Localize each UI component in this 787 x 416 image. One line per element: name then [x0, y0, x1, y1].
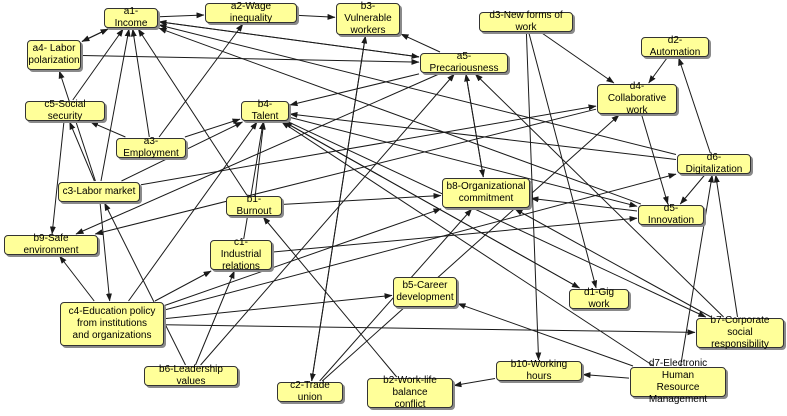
edge-b7-to-d6 — [713, 174, 738, 318]
edge-c4-to-b9 — [59, 255, 95, 302]
edge-a5-to-b4 — [289, 73, 420, 107]
node-a2-wage-inequality[interactable]: a2-Wage inequality — [205, 1, 297, 24]
edge-b1-to-a1 — [137, 28, 248, 196]
edge-d5-to-a1 — [158, 27, 641, 205]
edge-a3-to-b4 — [184, 118, 241, 138]
edge-b4-to-d1 — [284, 121, 580, 289]
edge-d7-to-b5 — [457, 303, 634, 367]
node-b10-working-hours[interactable]: b10-Working hours — [496, 359, 582, 382]
edge-d2-to-d4 — [648, 57, 668, 84]
edge-a1-to-a4 — [81, 28, 109, 42]
node-a1-income[interactable]: a1-Income — [104, 6, 158, 29]
edge-b2-to-b1 — [262, 216, 398, 378]
node-b4-talent[interactable]: b4-Talent — [241, 99, 289, 122]
node-b1-burnout[interactable]: b1-Burnout — [226, 194, 282, 217]
edge-c4-to-b5 — [164, 293, 393, 320]
edge-a4-to-a5 — [81, 55, 420, 65]
edge-a3-to-a1 — [130, 28, 150, 138]
edge-a2-to-b3 — [297, 13, 336, 20]
edge-b1-to-b4 — [254, 121, 266, 196]
node-c5-social-security[interactable]: c5-Social security — [25, 99, 105, 122]
node-d7-electronic-hrm[interactable]: d7-Electronic Human Resource Management — [630, 358, 726, 405]
edge-d4-to-d5 — [641, 114, 669, 205]
edge-c3-to-d4 — [140, 104, 597, 186]
edge-d6-to-b4 — [289, 111, 677, 160]
edge-d7-to-b4 — [281, 121, 654, 367]
node-c4-education-policy[interactable]: c4-Education policy from institutions an… — [60, 302, 164, 346]
edge-a4-to-a1 — [81, 28, 109, 42]
edge-a5-to-b3 — [400, 33, 441, 53]
node-b2-work-life-balance-conflict[interactable]: b2-Work-life balance conflict — [367, 375, 453, 410]
edge-d5-to-b8 — [530, 196, 638, 212]
node-b3-vulnerable-workers[interactable]: b3-Vulnerable workers — [336, 1, 400, 36]
edge-a1-to-a2 — [158, 12, 205, 19]
edge-c1-to-d5 — [272, 215, 638, 253]
edge-a5-to-b8 — [465, 73, 486, 178]
edge-d4-to-b9 — [94, 108, 597, 236]
edge-b8-to-a5 — [464, 73, 484, 178]
node-c1-industrial-relations[interactable]: c1-Industrial relations — [210, 237, 272, 272]
edge-b3-to-c2 — [309, 35, 366, 382]
node-a5-precariousness[interactable]: a5-Precariousness — [420, 51, 508, 74]
edge-c3-to-c5 — [69, 121, 95, 182]
edge-c3-to-c4 — [99, 202, 112, 302]
node-c3-labor-market[interactable]: c3-Labor market — [58, 182, 140, 202]
edge-d6-to-d2 — [678, 57, 711, 154]
edge-d3-to-d1 — [528, 32, 598, 289]
edge-b6-to-c1 — [195, 270, 235, 366]
edge-d1-to-b4 — [284, 121, 580, 289]
edge-b6-to-a5 — [200, 73, 455, 366]
node-d1-gig-work[interactable]: d1-Gig work — [569, 287, 629, 310]
node-d4-collaborative-work[interactable]: d4-Collaborative work — [597, 81, 677, 116]
node-a3-employment[interactable]: a3-Employment — [116, 136, 186, 159]
node-d5-innovation[interactable]: d5-Innovation — [638, 203, 704, 226]
edge-c3-to-a4 — [58, 70, 96, 182]
edge-d6-to-d5 — [679, 174, 706, 205]
node-b5-career-development[interactable]: b5-Career development — [393, 277, 457, 307]
edge-b1-to-b8 — [282, 192, 442, 205]
node-b7-corporate-social-responsibility[interactable]: b7-Corporate social responsibility — [696, 315, 784, 350]
edge-b10-to-b2 — [453, 378, 496, 388]
edge-c2-to-d4 — [321, 114, 620, 382]
edge-c4-to-c1 — [154, 270, 212, 302]
edge-d7-to-b10 — [582, 372, 630, 379]
node-b8-organizational-commitment[interactable]: b8-Organizational commitment — [442, 178, 530, 208]
node-a4-labor-polarization[interactable]: a4- Labor polarization — [27, 40, 81, 70]
node-d6-digitalization[interactable]: d6-Digitalization — [677, 152, 751, 175]
node-d3-new-forms-of-work[interactable]: d3-New forms of work — [479, 10, 573, 33]
edge-a3-to-c5 — [90, 121, 126, 138]
edge-c4-to-b7 — [164, 324, 696, 336]
node-d2-automation[interactable]: d2-Automation — [641, 35, 709, 58]
node-c2-trade-union[interactable]: c2-Trade union — [277, 380, 343, 403]
node-b6-leadership-values[interactable]: b6-Leadership values — [144, 364, 238, 387]
edge-c2-to-b3 — [311, 35, 368, 382]
edge-a3-to-a2 — [158, 23, 244, 138]
edge-d3-to-d4 — [541, 32, 615, 84]
edge-c5-to-b9 — [49, 121, 65, 235]
edge-c1-to-b4 — [243, 121, 265, 240]
node-b9-safe-environment[interactable]: b9-Safe environment — [4, 233, 98, 256]
